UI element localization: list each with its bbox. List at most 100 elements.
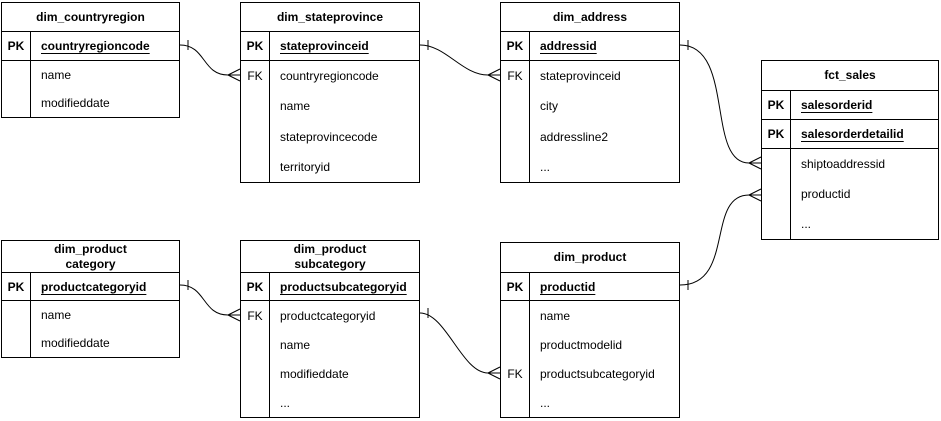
relationship-connector-dim_address-to-fct_sales[interactable] [679,40,762,170]
field-name: ... [280,395,291,410]
key-badge: PK [501,273,530,300]
field-name: territoryid [280,159,331,174]
table-title: dim_product subcategory [241,241,419,273]
key-badge [501,301,530,330]
field-name: countryregioncode [41,39,150,53]
key-badge [241,330,270,359]
primary-key-row: PK salesorderdetailid [762,120,938,149]
field-row: ... [501,151,679,182]
key-badge: PK [762,120,791,148]
field-name: addressline2 [540,129,609,144]
field-name: name [280,337,311,352]
relationship-connector-dim_countryregion-to-dim_stateprovince[interactable] [179,40,241,82]
field-name: stateprovincecode [280,129,378,144]
field-row: name [2,61,179,89]
cardinality-many-crowfoot [487,366,501,380]
field-name: stateprovinceid [280,39,369,53]
key-badge [501,151,530,182]
table-title: dim_stateprovince [241,3,419,32]
relationship-connector-dim_product-to-fct_sales[interactable] [679,188,762,290]
cardinality-many-crowfoot [227,308,241,322]
field-row: ... [762,209,938,239]
field-row: addressline2 [501,121,679,152]
key-badge [241,388,270,417]
table-field-list: name modifieddate [2,301,179,357]
key-badge [241,121,270,152]
field-row: modifieddate [2,329,179,357]
key-badge: PK [241,273,270,300]
primary-key-row: PK salesorderid [762,91,938,120]
field-name: ... [540,159,551,174]
field-name: name [280,99,311,114]
cardinality-many-crowfoot [748,188,762,202]
field-row: name [241,91,419,122]
field-name: stateprovinceid [540,69,621,84]
field-name: ... [540,395,551,410]
field-row: name [241,330,419,359]
key-badge [501,91,530,122]
field-name: salesorderid [801,98,873,112]
key-badge: PK [241,32,270,60]
field-row: modifieddate [241,359,419,388]
cardinality-many-crowfoot [487,68,501,82]
key-badge [241,359,270,388]
field-name: productsubcategoryid [540,366,655,381]
field-name: modifieddate [41,96,110,110]
key-badge: FK [501,359,530,388]
field-row: FK productsubcategoryid [501,359,679,388]
table-field-list: name modifieddate [2,61,179,117]
key-badge [2,301,31,329]
key-badge: FK [241,61,270,92]
key-badge [762,149,791,179]
field-row: name [501,301,679,330]
field-row: productmodelid [501,330,679,359]
key-badge [762,179,791,209]
field-name: name [540,308,571,323]
table-title: dim_address [501,3,679,32]
field-name: productmodelid [540,337,623,352]
key-badge: PK [2,273,31,300]
field-name: modifieddate [41,336,110,350]
relationship-connector-dim_product_category-to-dim_product_subcategory[interactable] [179,280,241,322]
key-badge [501,330,530,359]
table-title: dim_product [501,243,679,273]
key-badge: PK [2,32,31,60]
key-badge [2,89,31,117]
key-badge: PK [501,32,530,60]
field-name: name [41,308,72,322]
key-badge: PK [762,91,791,119]
relationship-connector-dim_stateprovince-to-dim_address[interactable] [419,40,501,82]
primary-key-row: PK stateprovinceid [241,32,419,61]
field-name: modifieddate [280,366,349,381]
key-badge [2,61,31,89]
table-title: fct_sales [762,61,938,91]
field-name: productid [801,187,851,201]
field-row: city [501,91,679,122]
field-row: modifieddate [2,89,179,117]
key-badge [501,388,530,417]
relationship-connector-dim_product_subcategory-to-dim_product[interactable] [419,308,501,380]
field-name: productcategoryid [41,279,147,294]
field-row: name [2,301,179,329]
key-badge [762,209,791,239]
field-name: salesorderdetailid [801,127,904,141]
